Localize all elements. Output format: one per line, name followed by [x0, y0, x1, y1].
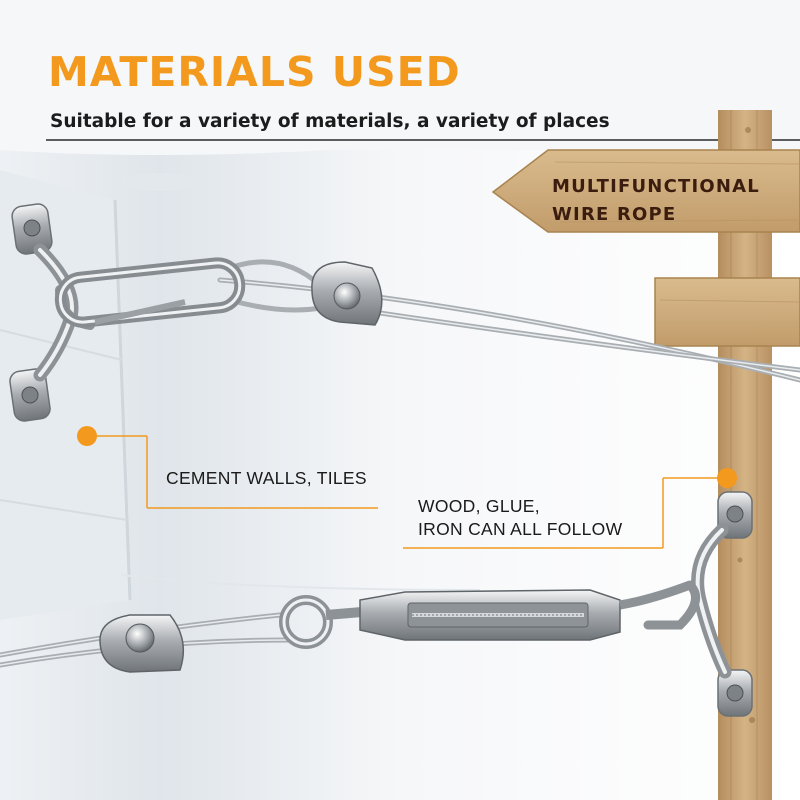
wood-label-line2: IRON CAN ALL FOLLOW — [418, 519, 623, 539]
sign-text-line1: MULTIFUNCTIONAL — [552, 176, 760, 197]
shelf-edge — [113, 199, 132, 601]
callout-wood — [403, 477, 726, 549]
callout-cement-dot — [77, 426, 97, 446]
arrow-sign — [491, 149, 800, 233]
wood-label-line1: WOOD, GLUE, — [418, 496, 540, 516]
shelf-panel — [0, 170, 130, 620]
upper-wire-rope — [217, 259, 800, 383]
wall-hook-left — [9, 203, 95, 422]
lower-sign-board — [654, 277, 800, 347]
ceiling-light — [122, 173, 198, 191]
wall-hook-right — [643, 491, 753, 717]
turnbuckle — [359, 580, 692, 641]
page-subtitle: Suitable for a variety of materials, a v… — [50, 111, 610, 132]
lower-wire-clip — [99, 614, 185, 673]
sign-text-line2: WIRE ROPE — [552, 204, 677, 225]
page-title: MATERIALS USED — [48, 48, 461, 96]
callout-cement — [88, 435, 378, 509]
carabiner — [54, 257, 246, 328]
ceiling — [0, 0, 800, 155]
callout-wood-dot — [717, 468, 737, 488]
upper-wire-clip — [311, 261, 383, 326]
cement-label: CEMENT WALLS, TILES — [166, 468, 367, 488]
eye-bolt — [279, 595, 363, 649]
